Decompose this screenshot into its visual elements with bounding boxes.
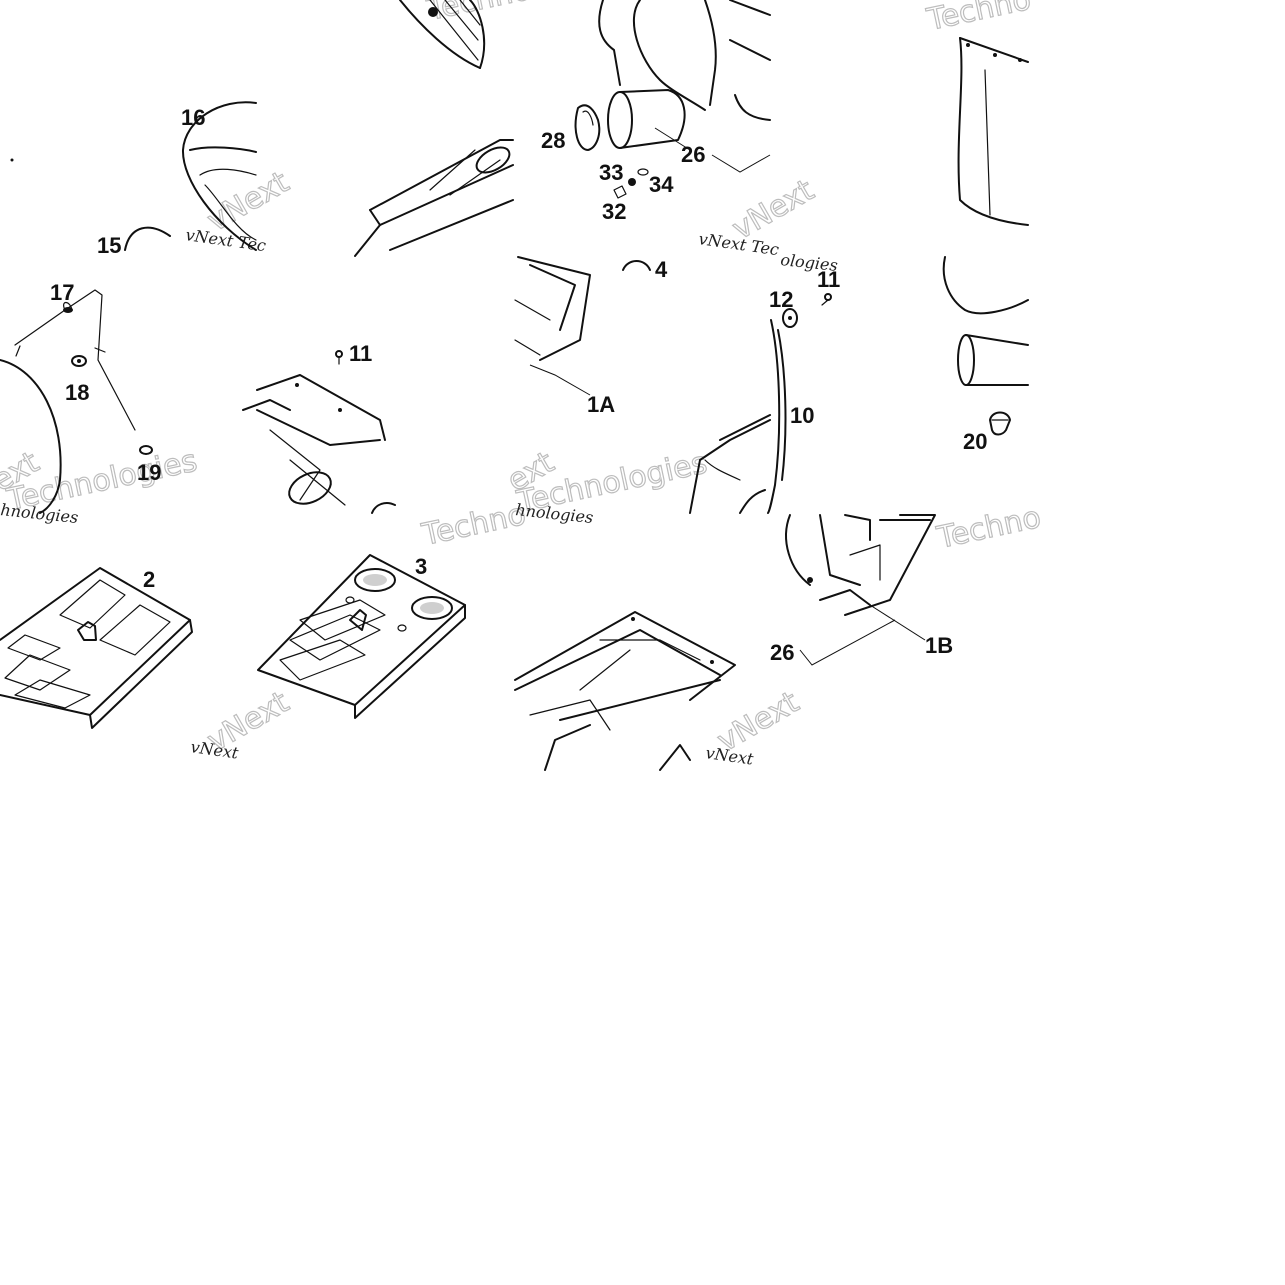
- shroud-drawing: [957, 37, 1029, 226]
- callout-label: 15: [97, 233, 121, 258]
- small-watermark-layer: vNext Tec vNext Tec vNext vNext ologies …: [0, 225, 839, 769]
- part-1b-drawing: [785, 514, 936, 666]
- callout-label: 2: [143, 567, 155, 592]
- frame-11-drawing: [242, 350, 396, 514]
- callout-label: 11: [817, 267, 840, 292]
- callout-layer: 16 15 28 26 33 34 32 4 11 12 17 18 19 11…: [50, 105, 987, 665]
- part-3-drawing: [257, 554, 466, 719]
- frame-lower-drawing: [514, 611, 736, 771]
- callout-label: 32: [602, 199, 626, 224]
- part-1a-drawing: [514, 256, 651, 396]
- wheel-drawing: [399, 0, 486, 69]
- scan-specks: [10, 158, 14, 162]
- callout-label: 11: [349, 341, 372, 366]
- callout-label: 28: [541, 128, 565, 153]
- watermark-fragment: vNext Tec: [697, 229, 780, 259]
- callout-label: 26: [681, 142, 705, 167]
- callout-label: 12: [769, 287, 793, 312]
- callout-label: 33: [599, 160, 623, 185]
- callout-label: 19: [137, 460, 161, 485]
- callout-label: 26: [770, 640, 794, 665]
- callout-label: 20: [963, 429, 987, 454]
- watermark-layer: Techno Techno Techno Techno Technologies…: [0, 0, 1045, 760]
- part-17-drawing: [14, 289, 136, 431]
- drum-drawing: [0, 359, 62, 514]
- parts-12-11-10-20-drawing: [767, 256, 1029, 514]
- callout-label: 1B: [925, 633, 953, 658]
- watermark-text: Techno: [933, 500, 1044, 556]
- callout-label: 18: [65, 380, 89, 405]
- watermark-fragment: vNext Tec: [184, 225, 267, 255]
- watermark-text: Techno: [418, 497, 529, 553]
- part-19-drawing: [139, 445, 153, 455]
- callout-label: 3: [415, 554, 427, 579]
- part-26-drawing: [574, 0, 771, 199]
- frame-drawing: [354, 139, 514, 257]
- callout-label: 4: [655, 257, 668, 282]
- callout-label: 17: [50, 280, 74, 305]
- housing-drawing: [689, 414, 771, 514]
- callout-label: 1A: [587, 392, 615, 417]
- callout-label: 16: [181, 105, 205, 130]
- part-18-drawing: [71, 355, 87, 367]
- part-2-drawing: [0, 567, 193, 729]
- watermark-text: vNext: [202, 165, 296, 239]
- callout-label: 34: [649, 172, 674, 197]
- callout-label: 10: [790, 403, 814, 428]
- part-16-drawing: [124, 101, 257, 251]
- watermark-text: Techno: [923, 0, 1034, 38]
